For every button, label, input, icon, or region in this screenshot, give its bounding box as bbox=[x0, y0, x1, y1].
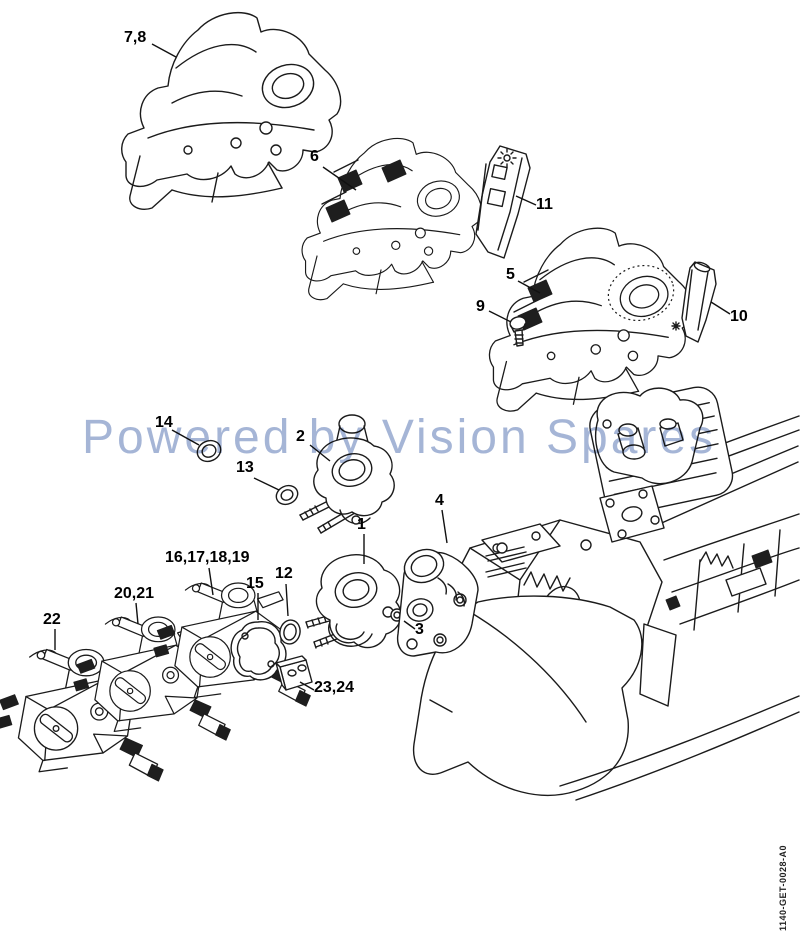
part-label-2: 2 bbox=[296, 428, 305, 445]
part-label-7-8: 7,8 bbox=[124, 29, 147, 46]
part-11-cover-drawing bbox=[475, 145, 531, 259]
leader-16-17-18-19 bbox=[208, 567, 214, 596]
leader-5 bbox=[517, 280, 541, 294]
leader-12 bbox=[285, 583, 289, 617]
engine-assembly-drawing bbox=[412, 386, 800, 801]
part-9-screw-drawing bbox=[509, 316, 527, 347]
leader-9 bbox=[488, 310, 512, 323]
part-label-3: 3 bbox=[415, 621, 424, 638]
part-label-4: 4 bbox=[435, 492, 444, 509]
document-code: 1140-GET-0028-A0 bbox=[778, 844, 789, 932]
part-label-22: 22 bbox=[43, 611, 61, 628]
part-6-shroud-drawing bbox=[301, 137, 483, 301]
part-label-20-21: 20,21 bbox=[114, 585, 155, 602]
leader-23-24 bbox=[299, 681, 315, 691]
spark-plug-drawing bbox=[602, 418, 684, 460]
leader-11 bbox=[515, 195, 537, 206]
leader-lines bbox=[54, 43, 731, 691]
part-15-gasket-drawing bbox=[230, 621, 287, 681]
part-label-13: 13 bbox=[236, 459, 254, 476]
part-label-5: 5 bbox=[506, 266, 515, 283]
asterisk-icon bbox=[671, 321, 681, 331]
leader-10 bbox=[710, 301, 731, 315]
leader-3 bbox=[403, 620, 416, 630]
part-1-flange-drawing bbox=[305, 554, 402, 649]
part-14-ring-drawing bbox=[196, 439, 222, 463]
part-label-10: 10 bbox=[730, 308, 748, 325]
leader-4 bbox=[441, 509, 448, 544]
part-label-12: 12 bbox=[275, 565, 293, 582]
part-label-15: 15 bbox=[246, 575, 264, 592]
part-13-ring-drawing bbox=[275, 484, 299, 506]
leader-20-21 bbox=[135, 602, 139, 625]
part-label-1: 1 bbox=[357, 516, 366, 533]
part-label-9: 9 bbox=[476, 298, 485, 315]
watermark-text: Powered by Vision Spares bbox=[82, 411, 717, 464]
leader-6 bbox=[322, 166, 357, 191]
intake-mount-pad-drawing bbox=[599, 485, 665, 543]
part-4-boot-drawing bbox=[396, 548, 479, 657]
part-10-strip-drawing bbox=[681, 261, 717, 343]
sun-icon bbox=[497, 148, 517, 168]
leader-7-8 bbox=[151, 43, 177, 58]
part-label-14: 14 bbox=[155, 414, 173, 431]
part-12-ring-drawing bbox=[279, 619, 301, 645]
leader-14 bbox=[171, 429, 200, 446]
part-label-6: 6 bbox=[310, 148, 319, 165]
part-label-23-24: 23,24 bbox=[314, 679, 355, 696]
part-label-11: 11 bbox=[536, 196, 553, 213]
part-7-8-shroud-drawing bbox=[121, 11, 342, 210]
document-code-container: 1140-GET-0028-A0 bbox=[768, 844, 798, 932]
leader-2 bbox=[309, 444, 331, 462]
leader-13 bbox=[253, 477, 280, 491]
part-label-16-17-18-19: 16,17,18,19 bbox=[165, 549, 250, 566]
part-2-bracket-drawing bbox=[299, 414, 395, 534]
part-23-24-block-drawing bbox=[275, 655, 313, 691]
